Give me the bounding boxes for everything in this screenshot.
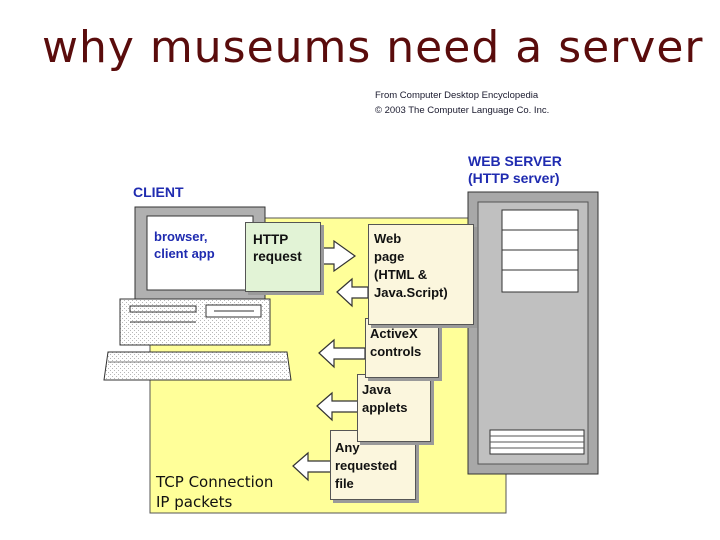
client-computer-icon (103, 206, 292, 381)
activex-box: ActiveX controls (365, 318, 439, 378)
credit-line-2: © 2003 The Computer Language Co. Inc. (375, 105, 550, 116)
java-applets-label: Java applets (362, 382, 408, 415)
server-tower-icon (467, 191, 599, 475)
source-credit: From Computer Desktop Encyclopedia © 200… (375, 88, 549, 118)
request-arrow (319, 239, 357, 273)
browser-screen-line-2: client app (154, 246, 215, 261)
http-request-label: HTTP request (253, 232, 302, 264)
java-applets-box: Java applets (357, 374, 431, 442)
web-server-label-line-2: (HTTP server) (468, 170, 560, 186)
any-file-label: Any requested file (335, 440, 398, 491)
browser-screen-line-1: browser, (154, 229, 208, 244)
tcp-ip-label: TCP Connection IP packets (156, 472, 273, 512)
tcp-connection-label: TCP Connection (156, 473, 274, 491)
web-server-label-line-1: WEB SERVER (468, 153, 562, 169)
slide-title: why museums need a server (42, 22, 704, 73)
browser-screen-text: browser, client app (154, 228, 215, 262)
http-request-box: HTTP request (245, 222, 321, 292)
web-server-label: WEB SERVER (HTTP server) (468, 153, 562, 187)
ip-packets-label: IP packets (156, 493, 233, 511)
activex-label: ActiveX controls (370, 326, 422, 359)
web-page-box: Web page (HTML & Java.Script) (368, 224, 474, 325)
credit-line-1: From Computer Desktop Encyclopedia (375, 90, 539, 101)
client-label: CLIENT (133, 184, 184, 200)
web-page-label: Web page (HTML & Java.Script) (374, 231, 448, 300)
